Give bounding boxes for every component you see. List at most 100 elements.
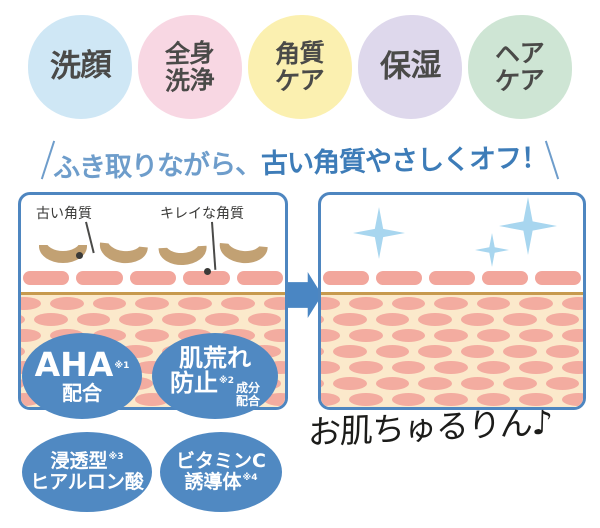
dermis-fiber [503,345,537,358]
footnote-marker: ※4 [242,472,258,483]
dermis-fiber [333,313,367,326]
dermis-fiber [476,361,511,374]
badge-label: 角質 [275,38,325,69]
dermis-fiber [561,297,583,310]
epidermis-cell [535,271,581,285]
ingredient-badge-hyaluronic-acid[interactable]: 浸透型※3 ヒアルロン酸 [22,432,152,512]
headline-part-a: ふき取りながら、 [52,148,262,184]
ingredient-line2: 誘導体 [184,470,242,493]
dermis-fiber [21,297,41,310]
dermis-fiber [247,313,282,326]
dermis-fiber [76,313,111,326]
sparkle-shape [475,233,509,267]
dermis-fiber [321,361,341,374]
dermis-fiber [418,313,452,326]
dermis-fiber [92,297,127,310]
dermis-fiber [460,345,495,358]
dermis-fiber [460,313,495,326]
keratin-flake [218,242,268,266]
dermis-fiber [391,329,426,342]
epidermis-band [21,271,285,285]
dermis-fiber [349,329,383,342]
dermis-fiber [561,393,583,406]
dermis-fiber [476,329,511,342]
epidermis-cell [183,271,230,285]
dermis-fiber [561,361,583,374]
dermis-fiber [545,377,580,390]
dermis-fiber [434,361,468,374]
badge-label: 洗浄 [165,64,215,96]
keratin-flake [158,245,208,267]
dermis-fiber [519,297,553,310]
epidermis-cell [76,271,123,285]
badge-label: 全身 [165,38,215,69]
keratin-flake [39,239,87,263]
ingredient-suffix-a: 成分 [236,381,261,395]
epidermis-cell [236,271,284,285]
dermis-fiber [503,313,537,326]
ingredient-badge-vitamin-c[interactable]: ビタミンC 誘導体※4 [160,432,282,512]
ingredient-line1: AHA [34,344,114,384]
dermis-fiber [434,297,468,310]
dermis-fiber-row [321,345,580,358]
badge-body-wash[interactable]: 全身 洗浄 [138,15,242,119]
dermis-fiber-row [321,313,580,326]
label-old-keratin: 古い角質 [36,206,92,222]
keratin-flake [98,242,148,266]
dermis-fiber [391,297,426,310]
dermis-fiber [519,393,553,406]
dermis-fiber-row [321,361,583,374]
dermis-fiber-row [321,377,580,390]
dermis-fiber [21,313,25,326]
dermis-fiber [321,297,341,310]
footnote-marker: ※1 [114,360,130,371]
badge-label: ケア [275,64,325,96]
ingredient-badge-aha[interactable]: AHA※1 配合 [22,333,142,419]
badge-moisturize[interactable]: 保湿 [358,15,462,119]
dermis-fiber [21,329,41,342]
dermis-fiber [321,393,341,406]
dermis-fiber [375,377,410,390]
dermis-fiber [418,345,452,358]
epidermis-cell [376,271,422,285]
sparkle-shape [353,207,405,259]
sparkle-icon [353,207,405,259]
dermis-fiber [349,393,383,406]
sparkle-icon [475,233,509,267]
dermis-fiber [178,297,212,310]
ingredient-line2: 防止 [169,369,218,397]
badge-label: 洗顔 [49,47,111,86]
badge-label: ケア [495,64,545,96]
dermis-fiber-row [321,297,583,310]
dermis-fiber [21,345,25,358]
transition-arrow-icon [288,272,322,318]
dermis-fiber [135,329,170,342]
headline-part-b: 古い角質やさしくオフ！ [260,142,548,180]
dermis-fiber [119,313,154,326]
headline-text: ふき取りながら、古い角質やさしくオフ！ [53,135,548,184]
dermis-fiber [49,297,84,310]
ingredient-line1: 肌荒れ [179,343,251,372]
dermis-fiber [391,361,426,374]
badge-hair-care[interactable]: ヘア ケア [468,15,572,119]
ingredient-suffix-b: 配合 [236,393,261,408]
dermis-fiber-row [21,313,282,326]
dermis-fiber [434,329,468,342]
badge-keratin-care[interactable]: 角質 ケア [248,15,352,119]
dermis-fiber [333,377,367,390]
epidermis-cell [429,271,475,285]
dermis-fiber [519,361,553,374]
skin-layers-after [321,195,583,407]
dermis-fiber-row [21,297,285,310]
ingredient-line2: 配合 [62,381,102,406]
basement-membrane-line [321,292,583,295]
dermis-fiber [434,393,468,406]
dermis-fiber [321,313,325,326]
dermis-fiber [204,313,239,326]
epidermis-cell [323,271,369,285]
dermis-fiber [220,297,255,310]
badge-cleansing[interactable]: 洗顔 [28,15,132,119]
dermis-fiber [375,313,410,326]
